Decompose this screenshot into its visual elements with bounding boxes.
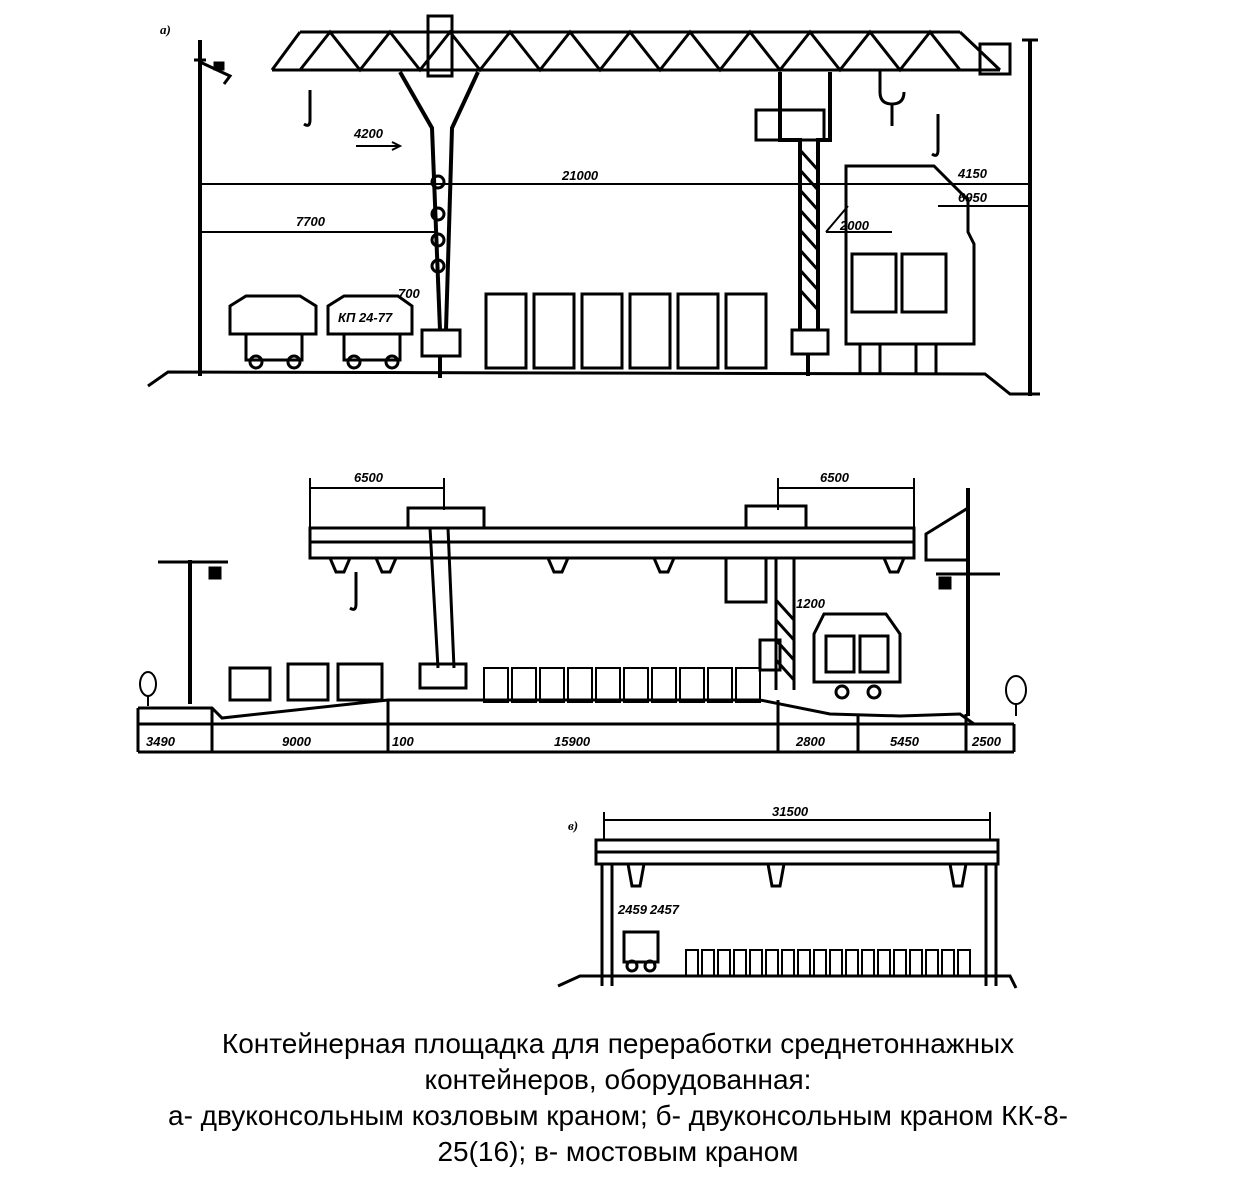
figure-b-ground-dim-5: 2800: [795, 734, 826, 749]
figure-a-hooks: [303, 70, 940, 157]
figure-b-dimension-lines: [309, 478, 915, 540]
figure-b-ground-dim-3: 100: [392, 734, 414, 749]
caption-line-4: 25(16); в- мостовым краном: [437, 1136, 799, 1167]
figure-b-girder: [308, 504, 916, 574]
figure-b-ground-dim-7: 2500: [971, 734, 1002, 749]
figure-a-dim-span: 21000: [561, 168, 599, 183]
figure-a-label: а): [160, 22, 171, 37]
figure-a-dim-right-upper: 4150: [957, 166, 988, 181]
figure-b-dim-right-console: 6500: [820, 470, 850, 485]
figure-a-vehicle-label: КП 24-77: [338, 310, 393, 325]
figure-a-left-mast: [194, 40, 233, 376]
figure-b-ground-dim-2: 9000: [282, 734, 312, 749]
figure-c-bridge: [594, 838, 1000, 888]
figure-b-dim-left-console: 6500: [354, 470, 384, 485]
figure-c-dim-small-left: 2459: [617, 902, 648, 917]
figure-b-rail-wagon: [812, 612, 902, 700]
figure-a-right-mast: [1022, 38, 1038, 396]
figure-c-dim-small-right: 2457: [649, 902, 680, 917]
figure-caption: Контейнерная площадка для переработки ср…: [0, 1026, 1236, 1170]
figure-b-ground-dim-6: 5450: [890, 734, 920, 749]
figure-b: 6500 6500 1200: [136, 470, 1027, 754]
figure-a: а): [147, 14, 1040, 396]
figure-c-ground: [557, 974, 1018, 989]
figure-c-dim-span: 31500: [772, 804, 809, 819]
figure-a-left-leg: [398, 14, 480, 378]
figure-a-dim-trolley: 4200: [353, 126, 384, 141]
figure-a-dim-inner: 2000: [839, 218, 870, 233]
figure-b-left-leg: [418, 527, 468, 690]
figure-b-trees: [139, 671, 1027, 716]
figure-a-dim-left-height: 7700: [296, 214, 326, 229]
figure-a-truss: [270, 29, 1012, 76]
figure-b-ground-dim-1: 3490: [146, 734, 176, 749]
figure-a-road-vehicles: [228, 294, 414, 370]
figure-a-dim-right-lower: 6950: [958, 190, 988, 205]
figure-b-masts: [158, 488, 1000, 716]
figure-a-dimension-lines: [200, 141, 1030, 233]
figure-b-containers: [483, 667, 761, 703]
figure-a-containers: [484, 292, 768, 370]
figure-b-ground: [136, 698, 1016, 754]
figure-a-ground: [147, 370, 1040, 396]
figure-b-ground-dim-4: 15900: [554, 734, 591, 749]
figure-b-hook: [349, 572, 358, 611]
figure-b-trucks: [228, 662, 384, 702]
figure-c-columns: [600, 864, 998, 986]
caption-line-1: Контейнерная площадка для переработки ср…: [221, 1028, 1015, 1059]
figure-c-truck: [622, 930, 660, 973]
caption-line-2: контейнеров, оборудованная:: [424, 1064, 812, 1095]
figure-c: в) 31500 2459 2457: [557, 804, 1018, 989]
figure-b-right-leg: [724, 556, 796, 690]
caption-line-3: а- двуконсольным козловым краном; б- дву…: [168, 1100, 1068, 1131]
figure-a-dim-hook: 700: [398, 286, 420, 301]
figure-a-right-leg: [754, 72, 832, 376]
figure-b-dim-gauge: 1200: [796, 596, 826, 611]
technical-drawing: а): [136, 14, 1040, 989]
figure-c-label: в): [568, 818, 578, 833]
figure-c-containers: [685, 949, 971, 977]
figure-a-rail-wagon: [844, 164, 976, 374]
